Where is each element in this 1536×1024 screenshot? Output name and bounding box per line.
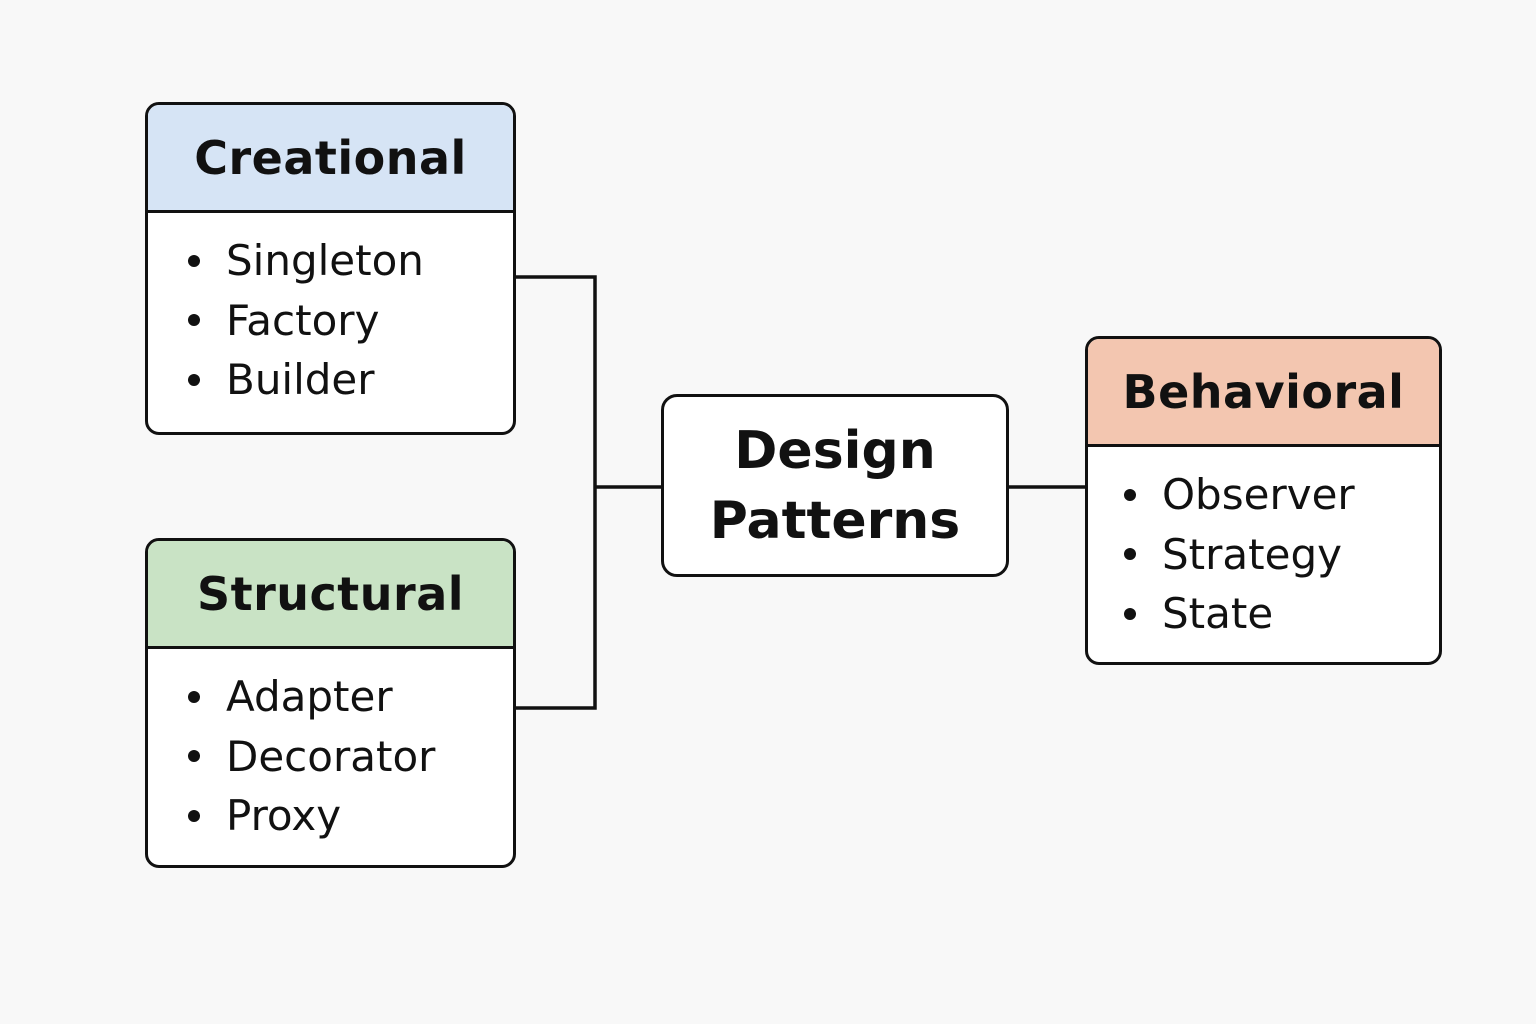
bullet-icon: [1124, 488, 1136, 501]
list-item: Singleton: [188, 231, 513, 291]
list-item-label: Builder: [226, 355, 375, 405]
structural-header: Structural: [148, 541, 513, 649]
structural-card: Structural Adapter Decorator Proxy: [145, 538, 516, 868]
list-item: Factory: [188, 291, 513, 351]
bullet-icon: [188, 750, 200, 763]
bullet-icon: [188, 809, 200, 822]
connector-creational: [516, 275, 597, 487]
design-patterns-node: Design Patterns: [661, 394, 1009, 577]
list-item-label: Singleton: [226, 236, 424, 286]
creational-card: Creational Singleton Factory Builder: [145, 102, 516, 435]
list-item-label: Observer: [1162, 470, 1355, 520]
behavioral-list: Observer Strategy State: [1088, 447, 1439, 644]
list-item: Decorator: [188, 727, 513, 787]
list-item: State: [1124, 584, 1439, 644]
list-item: Builder: [188, 350, 513, 410]
bullet-icon: [188, 314, 200, 327]
structural-list: Adapter Decorator Proxy: [148, 649, 513, 846]
bullet-icon: [188, 254, 200, 267]
list-item-label: Adapter: [226, 672, 393, 722]
list-item-label: State: [1162, 589, 1274, 639]
list-item: Adapter: [188, 667, 513, 727]
bullet-icon: [188, 690, 200, 703]
creational-header: Creational: [148, 105, 513, 213]
creational-list: Singleton Factory Builder: [148, 213, 513, 410]
list-item-label: Factory: [226, 295, 380, 345]
behavioral-header: Behavioral: [1088, 339, 1439, 447]
list-item: Proxy: [188, 786, 513, 846]
connector-structural: [516, 487, 597, 710]
bullet-icon: [1124, 548, 1136, 561]
behavioral-card: Behavioral Observer Strategy State: [1085, 336, 1442, 665]
bullet-icon: [1124, 607, 1136, 620]
list-item: Strategy: [1124, 525, 1439, 585]
list-item-label: Strategy: [1162, 529, 1342, 579]
list-item-label: Decorator: [226, 731, 436, 781]
list-item-label: Proxy: [226, 791, 342, 841]
list-item: Observer: [1124, 465, 1439, 525]
center-title: Design Patterns: [709, 420, 961, 551]
bullet-icon: [188, 373, 200, 386]
